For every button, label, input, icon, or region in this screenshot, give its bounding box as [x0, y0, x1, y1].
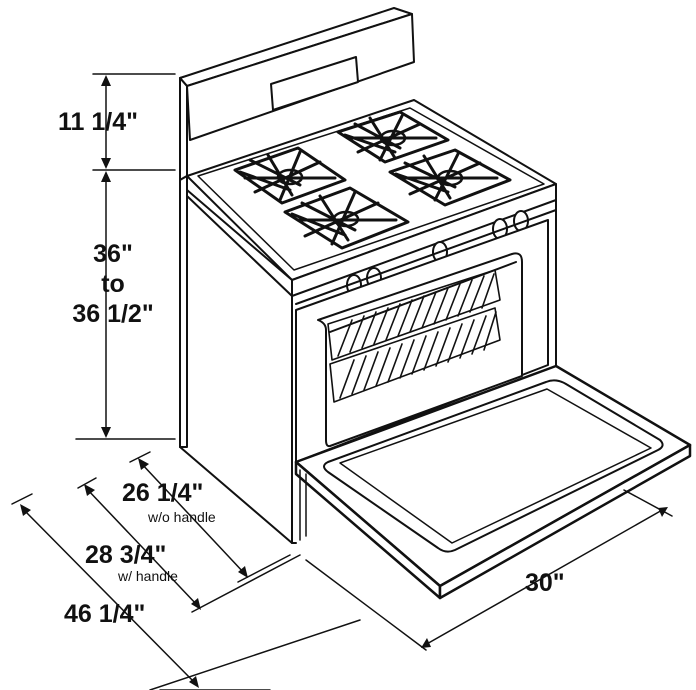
oven-rack-upper [327, 269, 501, 361]
burner-grate-right-front [388, 148, 512, 207]
dimension-lines [11, 73, 673, 690]
height-backguard-label: 11 1/4" [58, 108, 138, 136]
oven-door-open [294, 364, 692, 600]
height-cooktop-label-line1: 36" [93, 240, 133, 268]
range-body [179, 75, 557, 544]
depth-door-open-label: 46 1/4" [64, 600, 146, 628]
height-cooktop-label-line2: to [101, 270, 125, 298]
oven-cavity [295, 219, 549, 463]
height-cooktop-label-line3: 36 1/2" [72, 300, 154, 328]
oven-rack-lower [329, 307, 501, 403]
burner-grate-left-rear [233, 146, 347, 205]
width-label: 30" [525, 569, 565, 597]
burner-grate-right-rear [336, 110, 450, 164]
depth-with-handle-label: 28 3/4" [85, 541, 167, 569]
depth-without-handle-note: w/o handle [148, 509, 216, 525]
depth-without-handle-label: 26 1/4" [122, 479, 204, 507]
burner-grate-left-front [283, 186, 410, 250]
depth-with-handle-note: w/ handle [118, 568, 178, 584]
backguard [179, 7, 415, 141]
